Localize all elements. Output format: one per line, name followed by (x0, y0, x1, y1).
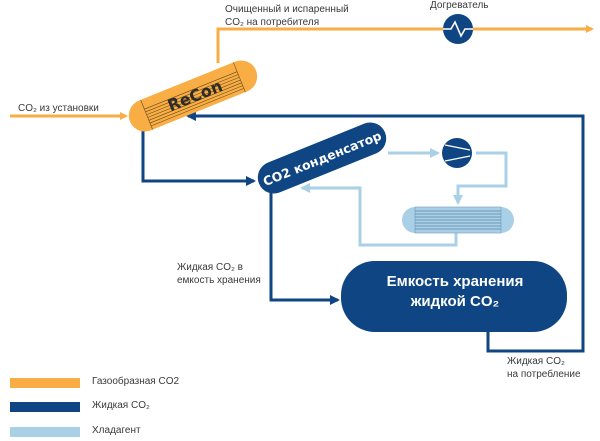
storage-tank-label: Емкость хранения жидкой CO₂ (340, 272, 570, 312)
purified-co2-label-line2: CO₂ на потребителя (225, 17, 320, 28)
co2-condenser[interactable]: CO2 конденсатор (253, 118, 391, 199)
recon-vessel[interactable]: ReCon (124, 56, 262, 137)
storage-tank[interactable] (341, 261, 567, 332)
liquid-to-consumption-label-line2: на потребление (507, 369, 581, 380)
legend-label-liquid: Жидкая CO₂ (92, 400, 150, 411)
legend-label-refrigerant: Хладагент (92, 425, 141, 436)
refrigerant-compressor-to-exchanger-line (453, 151, 508, 205)
liquid-to-storage-label-line1: Жидкая CO₂ в (177, 262, 243, 273)
legend-label-gas: Газообразная CO2 (92, 376, 180, 387)
refrigerant-exchanger-return-line (300, 183, 458, 247)
storage-tank-label-line2: жидкой CO₂ (410, 293, 500, 310)
liquid-to-consumption-label-line1: Жидкая CO₂ (507, 356, 565, 367)
liquid-return-line (186, 111, 585, 353)
gas-outlet-line (216, 27, 443, 63)
reheater-icon[interactable] (443, 14, 473, 44)
legend-swatch-refrigerant (10, 427, 80, 437)
reheater-label: Догреватель (430, 0, 489, 11)
storage-tank-label-line1: Емкость хранения (386, 273, 524, 290)
co2-inlet-label: CO₂ из установки (18, 103, 99, 114)
liquid-recon-to-condenser-line (141, 128, 256, 186)
compressor-icon[interactable] (442, 138, 472, 168)
heat-exchanger-icon[interactable] (402, 206, 514, 234)
purified-co2-label-line1: Очищенный и испаренный (225, 4, 349, 15)
legend-swatch-gas (10, 378, 80, 388)
legend-swatch-liquid (10, 402, 80, 412)
liquid-condenser-to-tank-line (269, 192, 340, 305)
liquid-to-storage-label-line2: емкость хранения (177, 275, 261, 286)
